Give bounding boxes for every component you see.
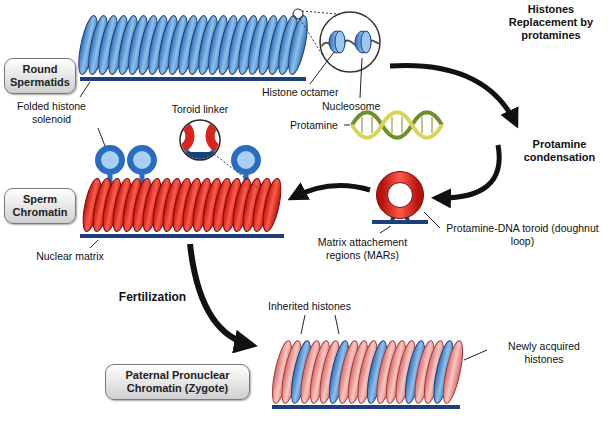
stage-box: Round Spermatids (4, 58, 76, 94)
part-label: Newly acquired histones (488, 340, 600, 365)
stage-name: Paternal Pronuclear Chromatin (Zygote) (109, 369, 246, 395)
toroid-outline (388, 183, 413, 208)
protamine-toroid (260, 177, 285, 233)
dna-strand (272, 405, 460, 409)
zoom-line (300, 19, 323, 56)
new-histone-coil (439, 339, 466, 405)
process-arrow (190, 244, 252, 345)
zoom-line (214, 154, 258, 188)
process-arrow (292, 186, 370, 199)
protamine-helix (352, 112, 442, 138)
part-label: Histone octamer (262, 86, 347, 99)
leader-line (335, 315, 339, 334)
stage-box: Paternal Pronuclear Chromatin (Zygote) (105, 364, 250, 400)
process-arrow (436, 145, 499, 198)
stage-name: Sperm Chromatin (8, 193, 72, 219)
leader-line (464, 350, 487, 360)
leader-line (424, 212, 440, 228)
sperm-toroids (80, 177, 285, 233)
step-title: Fertilization (115, 290, 190, 304)
leader-line (380, 226, 391, 233)
stage-box: Sperm Chromatin (4, 188, 76, 224)
zoom-marker (293, 9, 303, 19)
linker-detail (162, 122, 238, 162)
part-label: Nuclear matrix (25, 250, 115, 263)
stage-name: Round Spermatids (8, 63, 72, 89)
step-title: Histones Replacement by protamines (497, 3, 605, 43)
leader-line (301, 315, 305, 334)
nucleosome-detail (318, 31, 384, 53)
nuclear-matrix (80, 234, 284, 238)
part-label: Protamine-DNA toroid (doughnut loop) (440, 222, 605, 247)
toroid-outline (377, 172, 424, 219)
histone-solenoid (75, 14, 311, 76)
part-label: Nucleosome (322, 100, 392, 113)
process-arrow (390, 65, 516, 124)
part-label: Toroid linker (160, 103, 240, 116)
zoom-line (302, 11, 338, 14)
leader-line (90, 240, 98, 248)
part-label: Protamine (290, 119, 346, 132)
part-label: Folded histone solenoid (4, 100, 99, 125)
leader-line (344, 125, 350, 126)
step-title: Protamine condensation (512, 138, 607, 164)
leader-line (98, 128, 105, 146)
histone-coil (285, 14, 311, 76)
pronuclear-chromatin (268, 339, 466, 405)
part-label: Matrix attachement regions (MARs) (300, 236, 425, 261)
leader-line (80, 82, 90, 97)
dna-strand (80, 77, 306, 81)
part-label: Inherited histones (268, 300, 373, 313)
protamine-toroid (382, 177, 418, 213)
leader-line (360, 58, 362, 98)
leader-line (310, 52, 334, 84)
